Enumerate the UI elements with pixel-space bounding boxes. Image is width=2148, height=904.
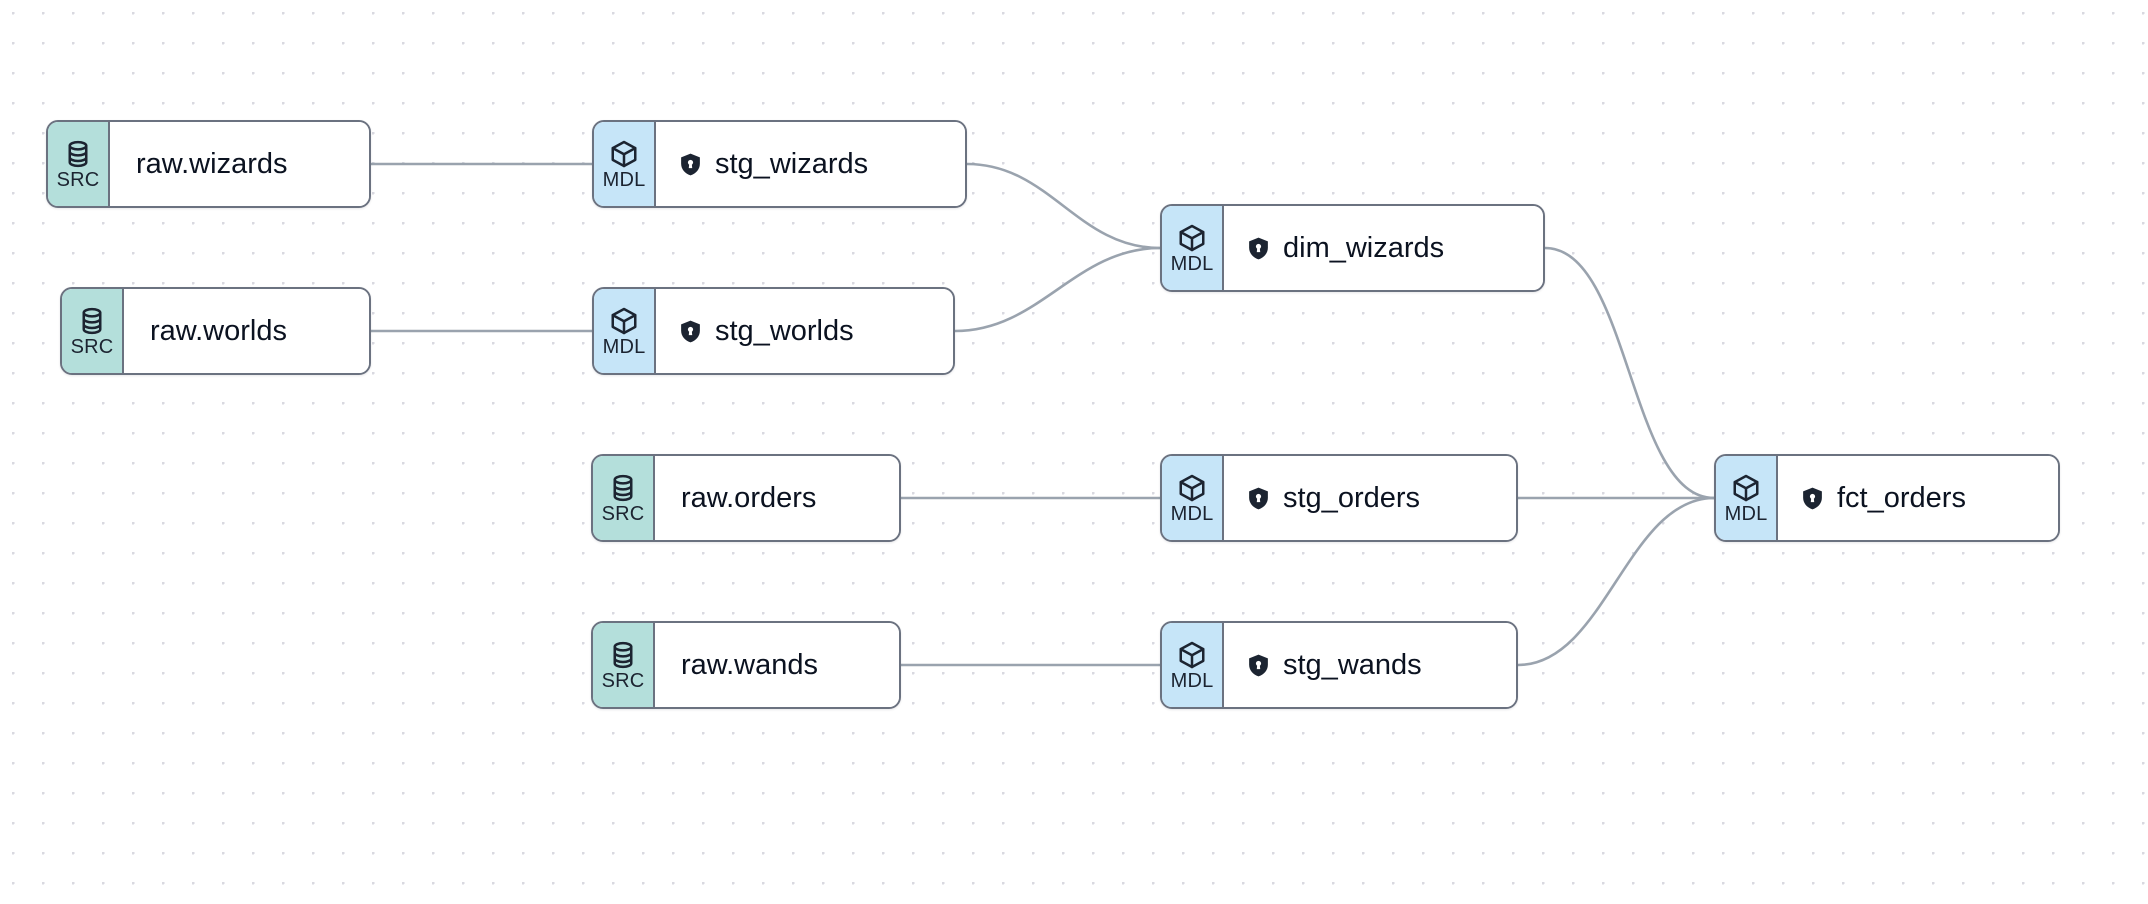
- node-body[interactable]: raw.wands: [655, 623, 899, 707]
- node-label: stg_orders: [1283, 482, 1421, 514]
- cube-icon: [1179, 474, 1205, 502]
- node-type-label: MDL: [1170, 253, 1214, 275]
- lineage-node-raw_orders[interactable]: SRC raw.orders: [591, 454, 901, 542]
- lineage-edge: [1516, 496, 1716, 667]
- node-type-badge-mdl: MDL: [594, 289, 656, 373]
- node-type-label: SRC: [601, 670, 645, 692]
- node-type-badge-src: SRC: [593, 623, 655, 707]
- lineage-node-stg_orders[interactable]: MDL stg_orders: [1160, 454, 1518, 542]
- lineage-node-raw_wands[interactable]: SRC raw.wands: [591, 621, 901, 709]
- database-icon: [82, 307, 102, 335]
- node-type-label: SRC: [56, 169, 100, 191]
- node-label: fct_orders: [1837, 482, 1966, 514]
- cube-icon: [1177, 640, 1207, 670]
- node-body[interactable]: stg_worlds: [656, 289, 953, 373]
- node-type-badge-mdl: MDL: [1162, 206, 1224, 290]
- node-type-badge-mdl: MDL: [1162, 623, 1224, 707]
- node-type-label: MDL: [1724, 503, 1768, 525]
- database-icon: [613, 474, 633, 502]
- node-label: raw.worlds: [150, 315, 287, 347]
- node-body[interactable]: fct_orders: [1778, 456, 2058, 540]
- node-body[interactable]: stg_wands: [1224, 623, 1516, 707]
- lineage-node-fct_orders[interactable]: MDL fct_orders: [1714, 454, 2060, 542]
- cube-icon: [609, 306, 639, 336]
- cube-icon: [611, 140, 637, 168]
- lineage-node-stg_wands[interactable]: MDL stg_wands: [1160, 621, 1518, 709]
- node-type-label: MDL: [602, 336, 646, 358]
- node-type-badge-mdl: MDL: [594, 122, 656, 206]
- shield-lock-icon: [1249, 654, 1268, 676]
- node-type-label: SRC: [601, 503, 645, 525]
- node-label: stg_worlds: [715, 315, 854, 347]
- lineage-edge: [1543, 246, 1716, 500]
- node-type-label: MDL: [1170, 503, 1214, 525]
- shield-lock-icon: [681, 320, 700, 342]
- node-type-label: SRC: [70, 336, 114, 358]
- cube-icon: [1177, 473, 1207, 503]
- database-icon: [608, 473, 638, 503]
- node-type-badge-src: SRC: [48, 122, 110, 206]
- cube-icon: [1731, 473, 1761, 503]
- shield-lock-icon: [1803, 487, 1822, 509]
- node-type-badge-mdl: MDL: [1162, 456, 1224, 540]
- lineage-node-dim_wizards[interactable]: MDL dim_wizards: [1160, 204, 1545, 292]
- node-type-badge-src: SRC: [593, 456, 655, 540]
- cube-icon: [611, 307, 637, 335]
- node-body[interactable]: dim_wizards: [1224, 206, 1543, 290]
- shield-lock-icon: [678, 319, 703, 344]
- shield-lock-icon: [1246, 486, 1271, 511]
- shield-lock-icon: [1246, 653, 1271, 678]
- node-body[interactable]: raw.orders: [655, 456, 899, 540]
- shield-lock-icon: [1246, 236, 1271, 261]
- node-body[interactable]: raw.wizards: [110, 122, 369, 206]
- shield-lock-icon: [1249, 487, 1268, 509]
- node-type-badge-mdl: MDL: [1716, 456, 1778, 540]
- lineage-node-raw_wizards[interactable]: SRC raw.wizards: [46, 120, 371, 208]
- node-label: raw.wizards: [136, 148, 288, 180]
- database-icon: [68, 140, 88, 168]
- cube-icon: [1179, 224, 1205, 252]
- shield-lock-icon: [1249, 237, 1268, 259]
- node-label: stg_wizards: [715, 148, 869, 180]
- cube-icon: [1177, 223, 1207, 253]
- node-label: stg_wands: [1283, 649, 1422, 681]
- shield-lock-icon: [1800, 486, 1825, 511]
- database-icon: [608, 640, 638, 670]
- node-label: raw.orders: [681, 482, 817, 514]
- database-icon: [63, 139, 93, 169]
- database-icon: [613, 641, 633, 669]
- node-type-badge-src: SRC: [62, 289, 124, 373]
- lineage-edge: [965, 162, 1162, 250]
- lineage-node-stg_worlds[interactable]: MDL stg_worlds: [592, 287, 955, 375]
- cube-icon: [1179, 641, 1205, 669]
- node-label: raw.wands: [681, 649, 819, 681]
- cube-icon: [609, 139, 639, 169]
- node-label: dim_wizards: [1283, 232, 1445, 264]
- database-icon: [77, 306, 107, 336]
- node-type-label: MDL: [602, 169, 646, 191]
- lineage-node-stg_wizards[interactable]: MDL stg_wizards: [592, 120, 967, 208]
- shield-lock-icon: [678, 152, 703, 177]
- lineage-edge: [953, 246, 1162, 333]
- shield-lock-icon: [681, 153, 700, 175]
- node-type-label: MDL: [1170, 670, 1214, 692]
- node-body[interactable]: raw.worlds: [124, 289, 369, 373]
- node-body[interactable]: stg_wizards: [656, 122, 965, 206]
- lineage-node-raw_worlds[interactable]: SRC raw.worlds: [60, 287, 371, 375]
- cube-icon: [1733, 474, 1759, 502]
- node-body[interactable]: stg_orders: [1224, 456, 1516, 540]
